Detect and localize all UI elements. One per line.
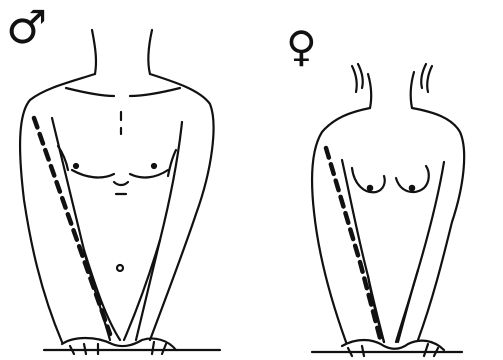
male-nipple-right (152, 164, 156, 168)
female-nipple-right (410, 186, 414, 190)
male-left-shoulder-arm (20, 74, 95, 342)
female-hair-left (352, 64, 363, 92)
male-right-shoulder-arm (150, 74, 214, 340)
male-nipple-left (74, 164, 78, 168)
female-neck-left (368, 74, 371, 108)
male-neck-right (148, 30, 152, 74)
male-abs (114, 182, 128, 194)
female-left-shoulder-arm (312, 108, 370, 342)
female-hair-right (421, 64, 432, 92)
male-chest-left (72, 170, 114, 177)
female-fingers (348, 344, 438, 356)
female-torso-left (342, 160, 384, 342)
female-symbol-icon: ♀ (286, 26, 317, 68)
male-forearm-left (84, 250, 120, 340)
female-figure (312, 64, 464, 356)
male-navel (117, 265, 123, 271)
female-forearm-left (368, 276, 384, 342)
female-right-shoulder-arm (412, 108, 464, 340)
female-neck-right (411, 72, 414, 108)
male-arm-axis (34, 118, 110, 334)
female-nipple-left (368, 186, 372, 190)
male-neck (92, 30, 96, 74)
female-forearm-right (398, 270, 418, 342)
male-fingers (70, 342, 166, 354)
male-collarbone-right (130, 88, 180, 96)
male-collarbone-left (66, 88, 114, 96)
male-symbol-icon: ♂ (6, 4, 47, 50)
male-chest-right (130, 170, 168, 177)
male-figure (20, 30, 220, 354)
